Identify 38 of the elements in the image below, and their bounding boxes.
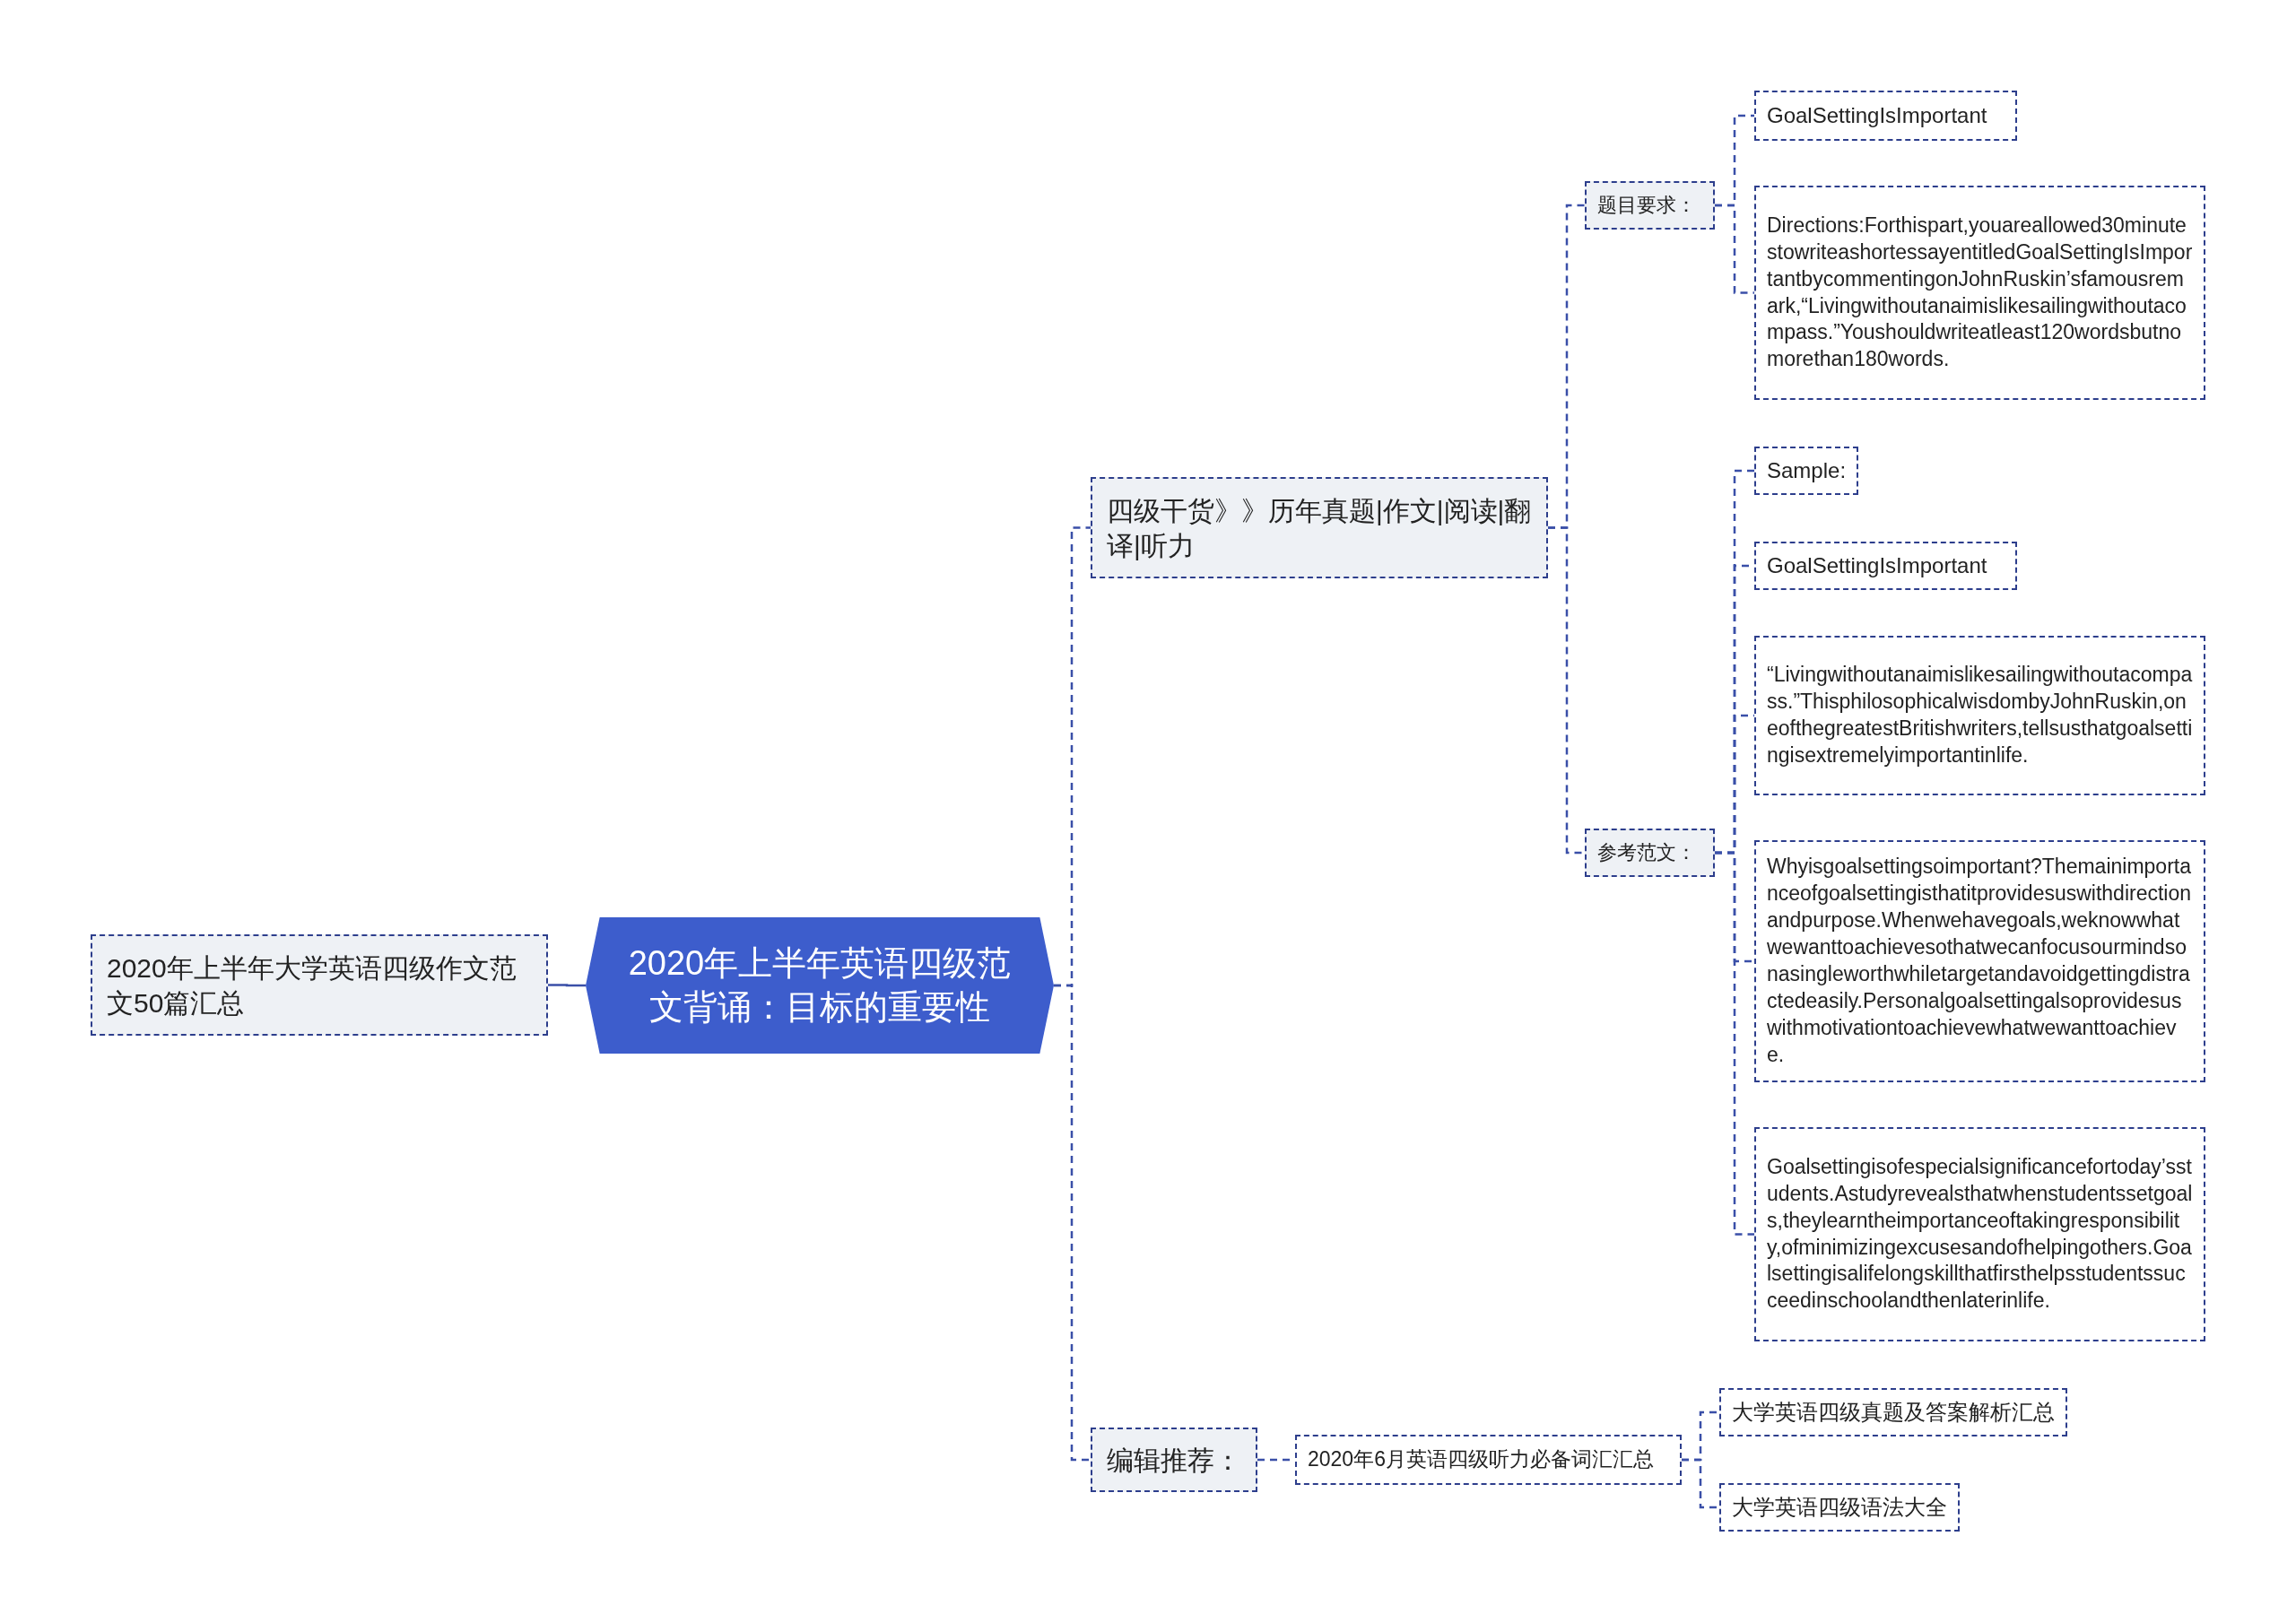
subtopic-box bbox=[1754, 542, 2017, 590]
topic-text: 2020年上半年大学英语四级作文范文50篇汇总 bbox=[107, 951, 517, 1020]
connector bbox=[1715, 204, 1754, 294]
subtopic-box bbox=[1754, 91, 2017, 141]
topic-text: Sample: bbox=[1767, 457, 1847, 485]
topic-text: 大学英语四级真题及答案解析汇总 bbox=[1732, 1399, 2055, 1427]
subtopic-box bbox=[1754, 186, 2205, 400]
topic-text: 大学英语四级语法大全 bbox=[1732, 1494, 1947, 1522]
connector bbox=[1715, 851, 1754, 1236]
topic-text: GoalSettingIsImportant bbox=[1767, 552, 1987, 580]
topic-text: 编辑推荐： bbox=[1107, 1444, 1241, 1477]
subtopic-box bbox=[1754, 1127, 2205, 1341]
topic-text: 四级干货》》历年真题|作文|阅读|翻译|听力 bbox=[1107, 494, 1532, 562]
subtopic-box bbox=[1719, 1483, 1960, 1532]
subtopic-box bbox=[1754, 447, 1859, 495]
topic-text: Goalsettingisofespecialsignificancefortoday’sstudents.Astudyrevealsthatwhenstudentssetgoals,theylearntheimportanceoftakingresponsibility,ofminimizingexcusesandofhelpingothers.Goalsettingisalifelongskillthatfirsthelpsstudentssucceedinschoolandthenlaterinlife. bbox=[1767, 1153, 2193, 1315]
topic-box bbox=[1091, 1428, 1257, 1492]
topic-text: 2020年6月英语四级听力必备词汇汇总 bbox=[1308, 1446, 1654, 1473]
topic-box bbox=[1585, 829, 1715, 877]
connector bbox=[1054, 984, 1091, 1462]
topic-box bbox=[91, 934, 548, 1036]
subtopic-box bbox=[1719, 1388, 2067, 1436]
central-topic-hexagon bbox=[586, 917, 1054, 1054]
topic-text: GoalSettingIsImportant bbox=[1767, 102, 1987, 130]
topic-text: 参考范文： bbox=[1597, 839, 1696, 865]
subtopic-box bbox=[1754, 840, 2205, 1082]
subtopic-box bbox=[1295, 1435, 1682, 1485]
topic-box bbox=[1091, 477, 1548, 578]
topic-text: “Livingwithoutanaimislikesailingwithoutacompass.”ThisphilosophicalwisdombyJohnRuskin,oneofthegreatestBritishwriters,tellsusthatgoalsettingisextremelyimportantinlife. bbox=[1767, 662, 2193, 768]
topic-text: 2020年上半年英语四级范文背诵：目标的重要性 bbox=[627, 942, 1013, 1028]
topic-text: Whyisgoalsettingsoimportant?Themainimportanceofgoalsettingisthatitprovidesuswithdirectionandpurpose.Whenwehavegoals,weknowwhatwewanttoachievesothatwecanfocusourmindsonasingleworthwhiletargetandavoidgettingdistractedeasily.Personalgoalsettingalsoprovidesuswithmotivationtoachievewhatwewanttoachieve. bbox=[1767, 854, 2193, 1068]
connector bbox=[1548, 526, 1585, 855]
topic-text: 题目要求： bbox=[1597, 192, 1696, 218]
topic-box bbox=[1585, 181, 1715, 230]
connector bbox=[1682, 1458, 1719, 1509]
connector bbox=[548, 984, 586, 987]
subtopic-box bbox=[1754, 636, 2205, 795]
topic-text: Directions:Forthispart,youareallowed30minutestowriteashortessayentitledGoalSettingIsImportantbycommentingonJohnRuskin’sfamousremark,“Livingwithoutanaimislikesailingwithoutacompass.”Youshouldwriteatleast120wordsbutnomorethan180words. bbox=[1767, 212, 2193, 373]
